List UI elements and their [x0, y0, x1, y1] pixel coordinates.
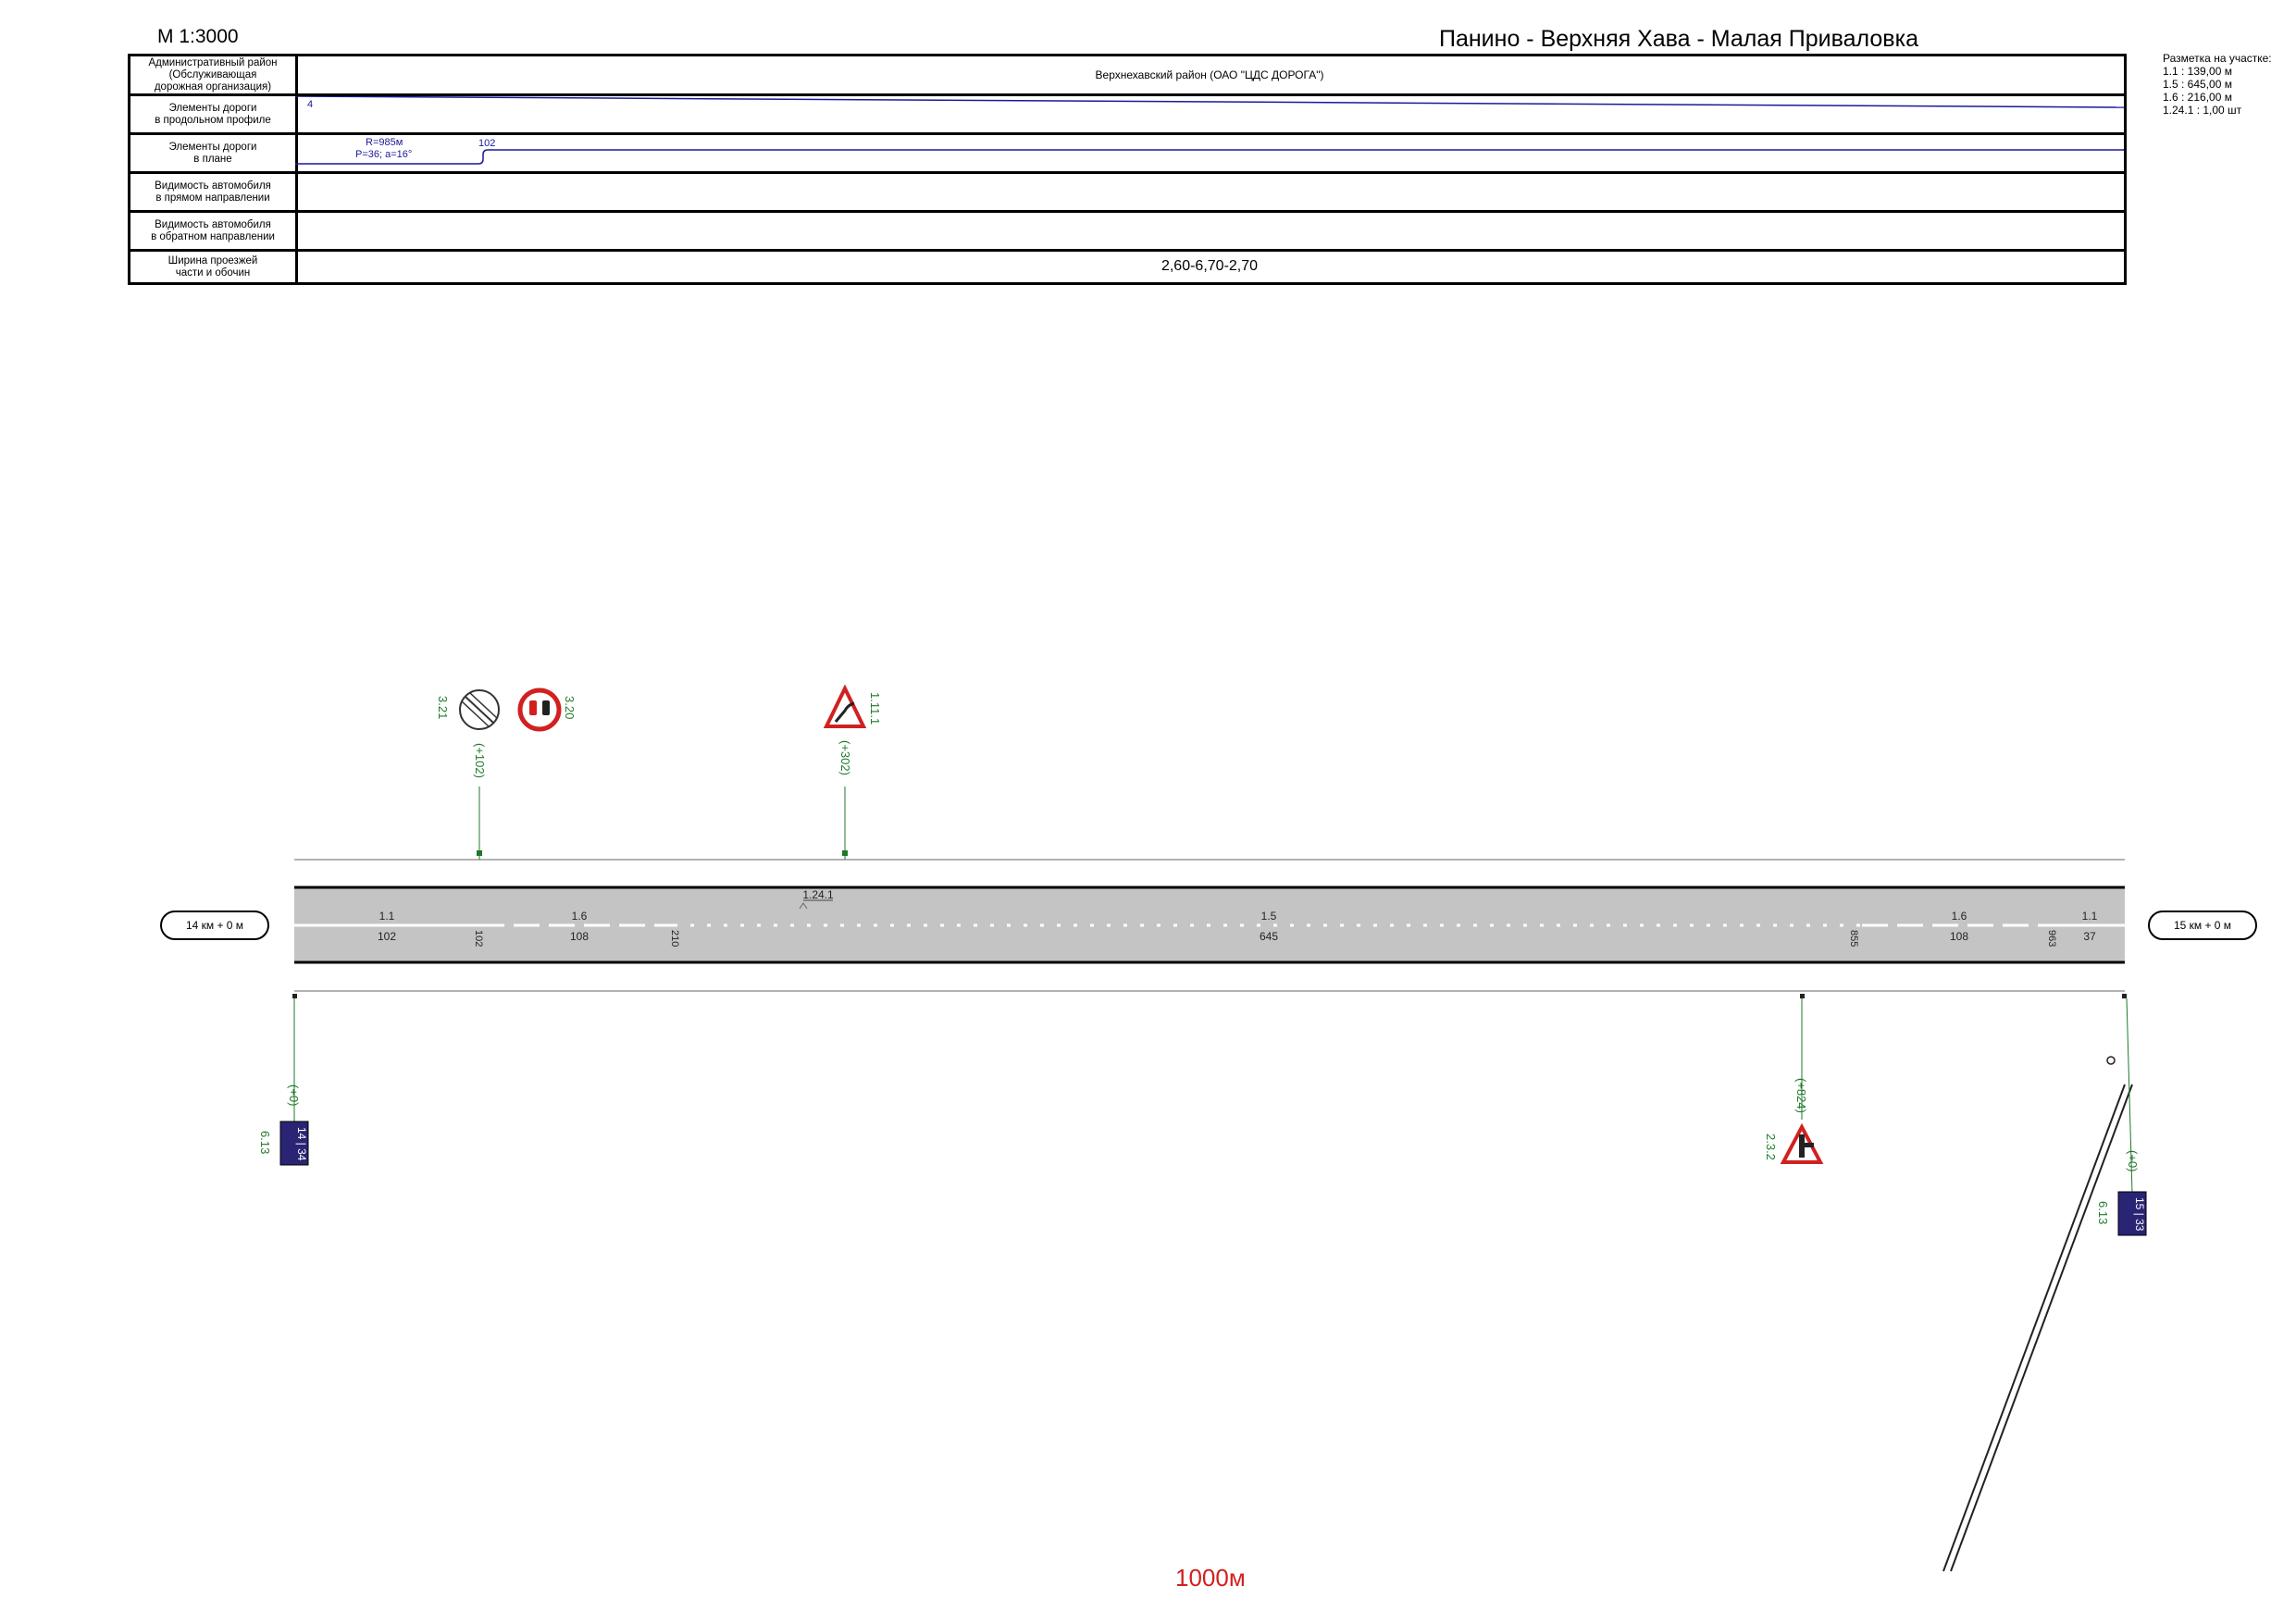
row-label: Ширина проезжей части и обочин: [130, 252, 298, 282]
km-plate-text: 14 | 34: [295, 1127, 308, 1161]
sign-offset: (+102): [473, 743, 487, 778]
sign-offset: (+0): [287, 1084, 301, 1106]
sign-post-marker: [842, 850, 848, 856]
sign-post-marker: [1800, 994, 1805, 998]
railway-marker: [2106, 1056, 2116, 1065]
sign-offset: (+0): [2126, 1150, 2140, 1171]
row-label: Элементы дороги в продольном профиле: [130, 96, 298, 132]
marking-legend: Разметка на участке: 1.1 : 139,00 м 1.5 …: [2163, 52, 2272, 117]
curve-end: 102: [478, 138, 496, 149]
sign-offset: (+824): [1794, 1078, 1808, 1113]
km-post-end: 15 км + 0 м: [2148, 911, 2257, 940]
chainage-label: 855: [1848, 930, 1859, 947]
marking-length-label: 108: [570, 930, 589, 943]
row-visibility-backward: Видимость автомобиля в обратном направле…: [130, 213, 2124, 252]
sign-offset: (+302): [838, 740, 852, 775]
marking-type-label: 1.1: [379, 910, 395, 923]
curve-params: P=36; a=16°: [355, 149, 413, 160]
special-marking-label: 1.24.1: [802, 888, 834, 901]
marking-length-label: 108: [1950, 930, 1968, 943]
railway-line: [1942, 1084, 2126, 1572]
railway-line: [1950, 1084, 2133, 1572]
km-plate-sign: [279, 1121, 309, 1166]
scale-label: М 1:3000: [157, 26, 239, 47]
row-label: Административный район (Обслуживающая до…: [130, 56, 298, 93]
curve-radius: R=985м: [366, 137, 403, 148]
legend-item: 1.24.1 : 1,00 шт: [2163, 104, 2242, 117]
sign-post-marker: [292, 994, 297, 998]
km-plate-sign: [2117, 1191, 2147, 1236]
sign-2-3-2-side-road-junction-icon: [1780, 1122, 1824, 1164]
marking-type-label: 1.1: [2082, 910, 2098, 923]
marking-type-label: 1.6: [572, 910, 588, 923]
width-value: 2,60-6,70-2,70: [1160, 258, 1259, 274]
row-profile: Элементы дороги в продольном профиле 4: [130, 96, 2124, 135]
marking-length-label: 102: [378, 930, 396, 943]
district-value: Верхнехавский район (ОАО "ЦДС ДОРОГА"): [1095, 68, 1324, 81]
sign-post-marker: [2122, 994, 2127, 998]
sign-3-20-no-overtaking-icon: [517, 688, 562, 732]
legend-item: 1.6 : 216,00 м: [2163, 91, 2232, 104]
sign-code: 6.13: [258, 1131, 272, 1154]
sign-code: 2.3.2: [1764, 1134, 1778, 1160]
sign-post-line: [2126, 997, 2133, 1195]
chainage-label: 963: [2046, 930, 2057, 947]
road-info-table: Административный район (Обслуживающая до…: [128, 54, 2127, 285]
chainage-label: 210: [669, 930, 680, 947]
row-label: Элементы дороги в плане: [130, 135, 298, 171]
sign-1-11-1-dangerous-curve-icon: [823, 684, 867, 728]
legend-item: 1.5 : 645,00 м: [2163, 78, 2232, 91]
row-visibility-forward: Видимость автомобиля в прямом направлени…: [130, 174, 2124, 213]
marking-type-label: 1.6: [1952, 910, 1967, 923]
distance-label: 1000м: [1175, 1564, 1246, 1592]
sign-code: 6.13: [2096, 1201, 2110, 1224]
sign-code: 1.11.1: [868, 692, 882, 725]
route-title: Панино - Верхняя Хава - Малая Приваловка: [1439, 26, 1918, 52]
legend-item: 1.1 : 139,00 м: [2163, 65, 2232, 78]
km-post-start: 14 км + 0 м: [160, 911, 269, 940]
sign-code: 3.20: [563, 696, 577, 719]
row-label: Видимость автомобиля в обратном направле…: [130, 213, 298, 249]
sign-code: 3.21: [436, 696, 450, 719]
marking-length-label: 645: [1260, 930, 1278, 943]
profile-line: [295, 96, 2124, 108]
chainage-label: 102: [473, 930, 484, 947]
profile-value: 4: [307, 99, 314, 110]
row-label: Видимость автомобиля в прямом направлени…: [130, 174, 298, 210]
marking-length-label: 37: [2083, 930, 2096, 943]
row-plan: Элементы дороги в плане R=985м P=36; a=1…: [130, 135, 2124, 174]
row-width: Ширина проезжей части и обочин 2,60-6,70…: [130, 252, 2124, 282]
km-plate-text: 15 | 33: [2133, 1197, 2146, 1232]
marking-type-label: 1.5: [1261, 910, 1277, 923]
special-marking-symbol: [799, 902, 808, 910]
sign-post-marker: [477, 850, 482, 856]
row-admin-district: Административный район (Обслуживающая до…: [130, 56, 2124, 96]
legend-title: Разметка на участке:: [2163, 52, 2272, 65]
plan-curve-line: [295, 149, 2124, 165]
sign-3-21-end-no-overtaking-icon: [459, 689, 500, 730]
